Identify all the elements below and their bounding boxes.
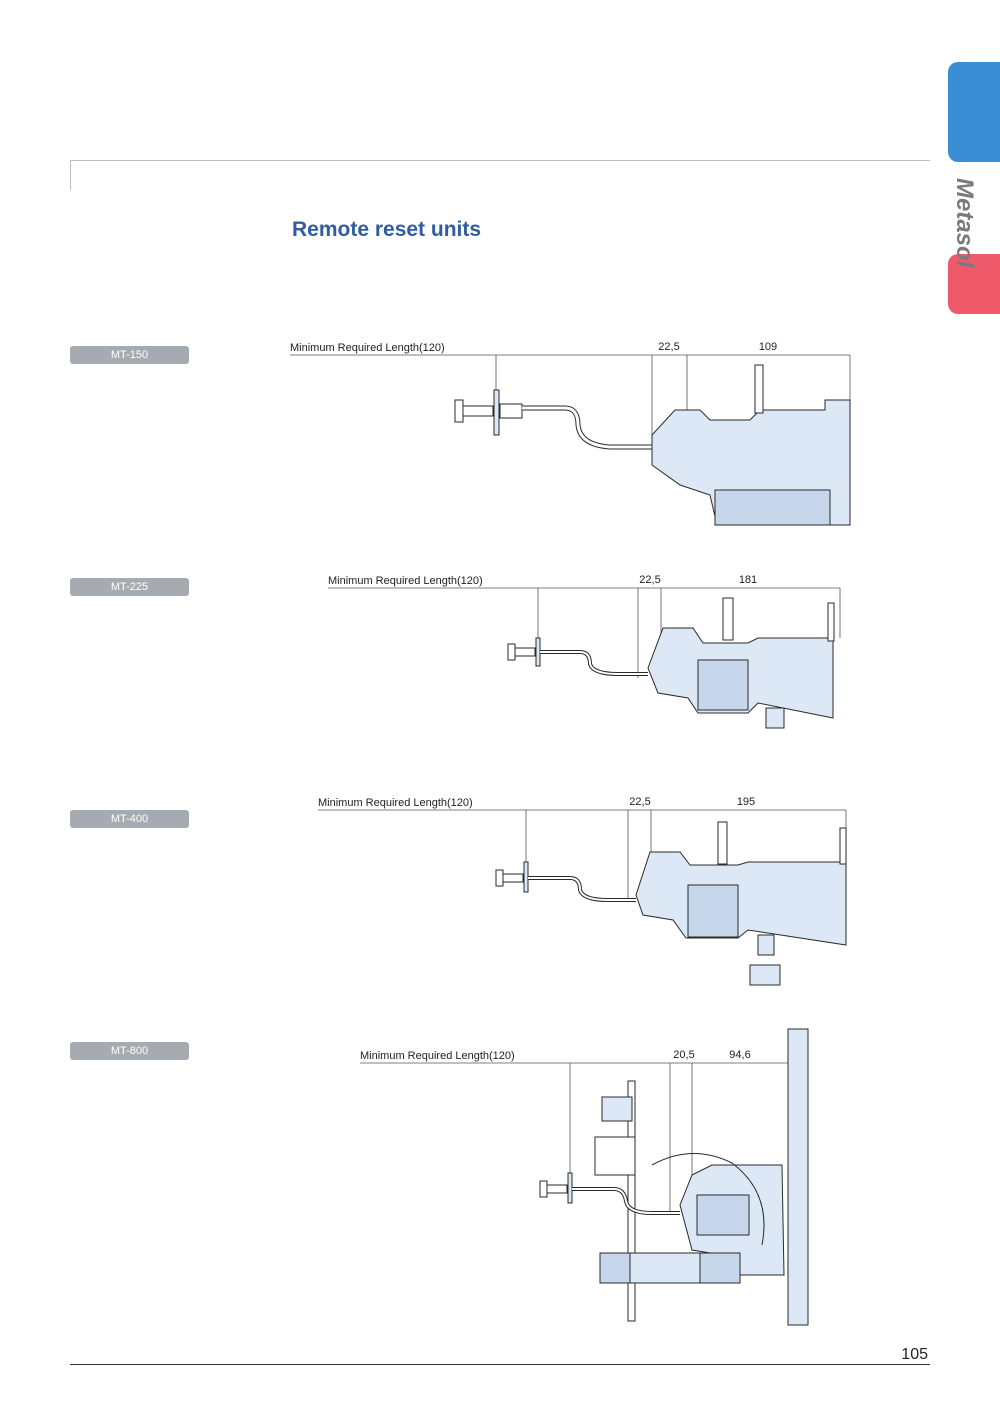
header-rule xyxy=(70,160,930,161)
header-rule-tick xyxy=(70,160,71,190)
section-tab-blue xyxy=(948,62,1000,162)
model-label-mt800: MT-800 xyxy=(70,1042,189,1060)
section-tab-red xyxy=(948,254,1000,314)
reset-knob xyxy=(495,869,504,887)
length-label: Minimum Required Length(120) xyxy=(290,342,445,354)
breaker-body xyxy=(635,851,847,946)
length-label: Minimum Required Length(120) xyxy=(318,797,473,809)
dim-offset: 22,5 xyxy=(658,341,679,353)
page-title: Remote reset units xyxy=(292,218,482,241)
page-number: 105 xyxy=(901,1346,928,1363)
cable xyxy=(540,650,648,676)
model-label-mt150: MT-150 xyxy=(70,346,189,364)
drawing-mt400: Minimum Required Length(120) 22,5 195 xyxy=(318,796,847,986)
length-label: Minimum Required Length(120) xyxy=(328,575,483,587)
dim-body: 109 xyxy=(759,341,777,353)
dim-offset: 22,5 xyxy=(629,796,650,808)
model-label-mt400: MT-400 xyxy=(70,810,189,828)
cable xyxy=(528,876,636,902)
drawing-mt150: Minimum Required Length(120) 22,5 109 xyxy=(290,341,851,526)
dim-body: 195 xyxy=(737,796,755,808)
model-label-mt225: MT-225 xyxy=(70,578,189,596)
mounting-plate xyxy=(787,1028,809,1326)
reset-knob xyxy=(507,643,516,661)
reset-knob xyxy=(539,1180,548,1198)
brand-name: Metasol xyxy=(951,178,978,268)
footer-rule xyxy=(70,1364,930,1365)
dim-body: 94,6 xyxy=(729,1049,750,1061)
reset-knob xyxy=(454,399,464,423)
dim-offset: 20,5 xyxy=(673,1049,694,1061)
dim-offset: 22,5 xyxy=(639,574,660,586)
drawing-mt800: Minimum Required Length(120) 20,5 94,6 xyxy=(360,1028,809,1326)
dim-body: 181 xyxy=(739,574,757,586)
length-label: Minimum Required Length(120) xyxy=(360,1050,515,1062)
drawing-mt225: Minimum Required Length(120) 22,5 181 xyxy=(328,574,841,729)
